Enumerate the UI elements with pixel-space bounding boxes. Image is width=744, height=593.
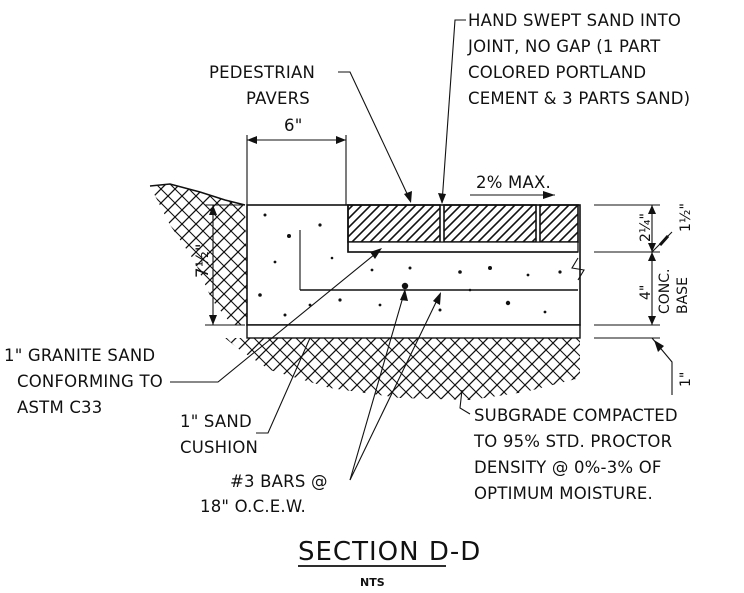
dim-75-arrow-bot (209, 315, 217, 325)
pavers-leader (338, 71, 411, 201)
pavers-line-2: PAVERS (246, 89, 310, 108)
pavers-line-1: PEDESTRIAN (209, 63, 315, 82)
bars-arrow-2 (433, 292, 441, 305)
paver-1 (347, 204, 441, 243)
granite-line-3: ASTM C33 (17, 398, 102, 417)
bars-line-1: #3 BARS @ (230, 472, 328, 491)
left-earth-hatch (150, 184, 248, 325)
subgrade-line-2: TO 95% STD. PROCTOR (473, 432, 672, 451)
left-ground-line (149, 183, 246, 206)
conc-base-label-2: BASE (675, 277, 691, 314)
slope-arrowhead (543, 191, 555, 199)
dim-right-arrow-b2 (648, 316, 656, 325)
bars-leader-1 (349, 289, 406, 481)
paver-2 (443, 204, 537, 243)
cushion-thk-label: 1" (678, 372, 694, 387)
base-thk-label: 4" (638, 285, 654, 300)
sand-cushion-line-2: CUSHION (180, 438, 258, 457)
setting-thk-label: 1½" (678, 203, 694, 232)
dim-75-label: 7½" (193, 243, 212, 278)
conc-base-label-1: CONC. (657, 269, 673, 315)
slope-label: 2% MAX. (476, 173, 551, 192)
bars-arrow-1 (400, 289, 408, 301)
dim-right-arrow-a1 (648, 205, 656, 214)
hand-swept-line-1: HAND SWEPT SAND INTO (468, 11, 681, 30)
paver-thk-label: 2¼" (638, 213, 654, 242)
dim-6-arrow-right (336, 136, 346, 144)
subgrade-hatch (225, 338, 580, 400)
subgrade-leader (459, 389, 471, 415)
hand-swept-arrow (438, 193, 446, 204)
bars-line-2: 18" O.C.E.W. (200, 497, 306, 516)
bars-leader-2 (349, 293, 441, 481)
dim-right-arrow-a2 (648, 243, 656, 252)
break-line (571, 257, 585, 281)
dim-75-arrow-top (209, 205, 217, 215)
granite-arrow (370, 248, 382, 259)
paver-3 (539, 204, 579, 243)
leader-setting-tick (658, 235, 670, 246)
granite-sand-bed (347, 241, 579, 253)
subgrade-line-3: DENSITY @ 0%-3% OF (474, 458, 662, 477)
sand-cushion-layer (246, 324, 581, 339)
leader-cushion-arrow (654, 340, 664, 352)
subgrade-line-4: OPTIMUM MOISTURE. (474, 484, 653, 503)
rebar-dot (401, 282, 409, 290)
granite-leader (170, 249, 381, 383)
sand-cushion-line-1: 1" SAND (180, 412, 252, 431)
subgrade-line-1: SUBGRADE COMPACTED (474, 406, 678, 425)
granite-line-2: CONFORMING TO (17, 372, 163, 391)
dim-right-arrow-b1 (648, 252, 656, 261)
hand-swept-leader (441, 19, 466, 204)
paver-edge-recess (347, 205, 578, 253)
pavers-arrow (404, 191, 412, 203)
hand-swept-line-4: CEMENT & 3 PARTS SAND) (468, 89, 690, 108)
section-subtitle: NTS (360, 576, 385, 589)
dim-6-arrow-left (247, 136, 257, 144)
section-title: SECTION D-D (298, 537, 481, 567)
granite-line-1: 1" GRANITE SAND (4, 346, 155, 365)
sand-cushion-leader (256, 337, 311, 434)
hand-swept-line-2: JOINT, NO GAP (1 PART (467, 37, 661, 56)
concrete-speckle (258, 213, 562, 317)
dim-6-label: 6" (284, 116, 303, 135)
hand-swept-line-3: COLORED PORTLAND (468, 63, 646, 82)
